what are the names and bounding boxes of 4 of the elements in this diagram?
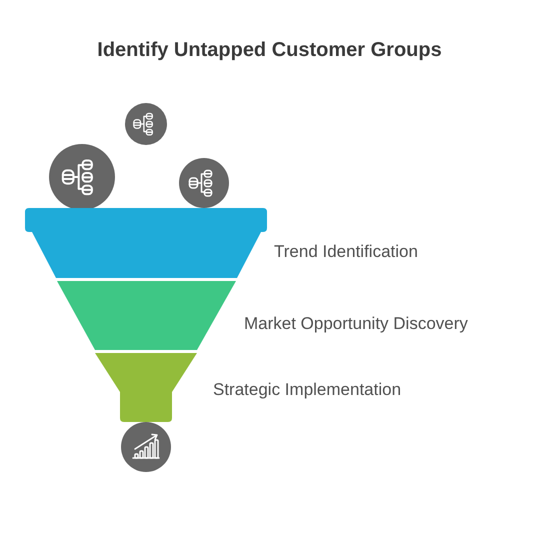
stage-label: Market Opportunity Discovery bbox=[244, 313, 468, 335]
title: Identify Untapped Customer Groups bbox=[96, 38, 443, 63]
stage-label: Strategic Implementation bbox=[213, 379, 402, 401]
stage-label: Trend Identification bbox=[274, 241, 418, 263]
